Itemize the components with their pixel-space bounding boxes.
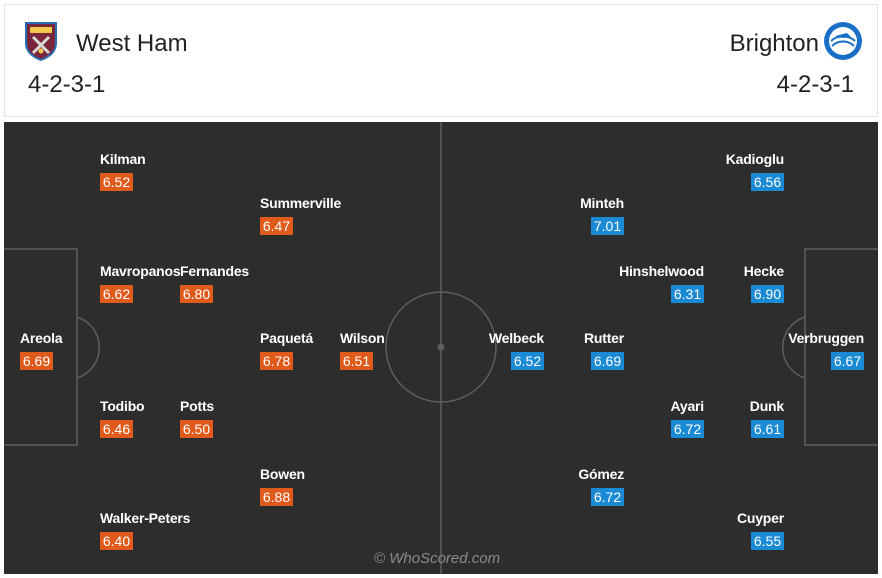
player-name: Ayari [670,398,704,414]
player-name: Gómez [578,466,624,482]
player-name: Potts [180,398,215,414]
player-name: Dunk [749,398,784,414]
player-name: Hecke [743,263,784,279]
player-rating: 6.50 [180,420,213,438]
player-name: Rutter [583,330,624,346]
pitch: Areola 6.69 Walker-Peters 6.40 Todibo 6.… [4,122,878,574]
player-rating: 6.52 [511,352,544,370]
player-name: Hinshelwood [619,263,704,279]
player-rating: 6.90 [751,285,784,303]
away-team-name: Brighton [729,30,819,57]
player-rating: 6.51 [340,352,373,370]
match-header: West Ham 4-2-3-1 Brighton 4-2-3-1 [4,4,878,117]
player-rating: 6.69 [591,352,624,370]
player-rating: 6.55 [751,532,784,550]
player-cuyper[interactable]: Cuyper 6.55 [724,510,784,560]
player-rating: 7.01 [591,217,624,235]
west-ham-crest-icon [25,22,57,61]
player-rating: 6.31 [671,285,704,303]
player-dunk[interactable]: Dunk 6.61 [724,398,784,448]
player-bowen[interactable]: Bowen 6.88 [260,466,320,516]
player-gomez[interactable]: Gómez 6.72 [564,466,624,516]
player-hinshelwood[interactable]: Hinshelwood 6.31 [604,263,704,313]
player-walker-peters[interactable]: Walker-Peters 6.40 [100,510,200,560]
player-areola[interactable]: Areola 6.69 [20,330,80,380]
pitch-lines [4,122,878,574]
player-kilman[interactable]: Kilman 6.52 [100,151,160,201]
brighton-crest-icon [824,22,862,60]
away-formation: 4-2-3-1 [776,71,854,98]
player-name: Mavropanos [100,263,181,279]
watermark: © WhoScored.com [374,550,501,567]
player-rating: 6.56 [751,173,784,191]
player-rating: 6.67 [831,352,864,370]
player-rating: 6.46 [100,420,133,438]
player-name: Areola [20,330,63,346]
player-name: Cuyper [736,510,784,526]
player-summerville[interactable]: Summerville 6.47 [260,195,350,245]
player-name: Walker-Peters [100,510,191,526]
player-name: Minteh [580,195,624,211]
player-fernandes[interactable]: Fernandes 6.80 [180,263,250,313]
player-kadioglu[interactable]: Kadioglu 6.56 [704,151,784,201]
player-potts[interactable]: Potts 6.50 [180,398,240,448]
player-rating: 6.78 [260,352,293,370]
home-team-name: West Ham [76,30,188,57]
player-name: Summerville [260,195,342,211]
player-name: Fernandes [180,263,249,279]
player-name: Wilson [340,330,385,346]
player-minteh[interactable]: Minteh 7.01 [564,195,624,245]
player-ayari[interactable]: Ayari 6.72 [644,398,704,448]
player-rating: 6.88 [260,488,293,506]
player-rating: 6.80 [180,285,213,303]
player-name: Kadioglu [725,151,784,167]
player-welbeck[interactable]: Welbeck 6.52 [484,330,544,380]
player-paqueta[interactable]: Paquetá 6.78 [260,330,320,380]
player-name: Kilman [100,151,146,167]
player-rating: 6.52 [100,173,133,191]
player-rating: 6.61 [751,420,784,438]
player-hecke[interactable]: Hecke 6.90 [724,263,784,313]
home-formation: 4-2-3-1 [28,71,106,98]
player-name: Todibo [100,398,145,414]
player-rating: 6.62 [100,285,133,303]
player-todibo[interactable]: Todibo 6.46 [100,398,160,448]
player-name: Bowen [260,466,305,482]
player-rating: 6.69 [20,352,53,370]
player-rating: 6.72 [671,420,704,438]
player-rating: 6.72 [591,488,624,506]
player-wilson[interactable]: Wilson 6.51 [340,330,400,380]
player-rating: 6.40 [100,532,133,550]
player-rutter[interactable]: Rutter 6.69 [564,330,624,380]
player-name: Paquetá [260,330,314,346]
player-name: Welbeck [488,330,544,346]
player-verbruggen[interactable]: Verbruggen 6.67 [784,330,864,380]
player-name: Verbruggen [788,330,864,346]
player-mavropanos[interactable]: Mavropanos 6.62 [100,263,181,313]
player-rating: 6.47 [260,217,293,235]
